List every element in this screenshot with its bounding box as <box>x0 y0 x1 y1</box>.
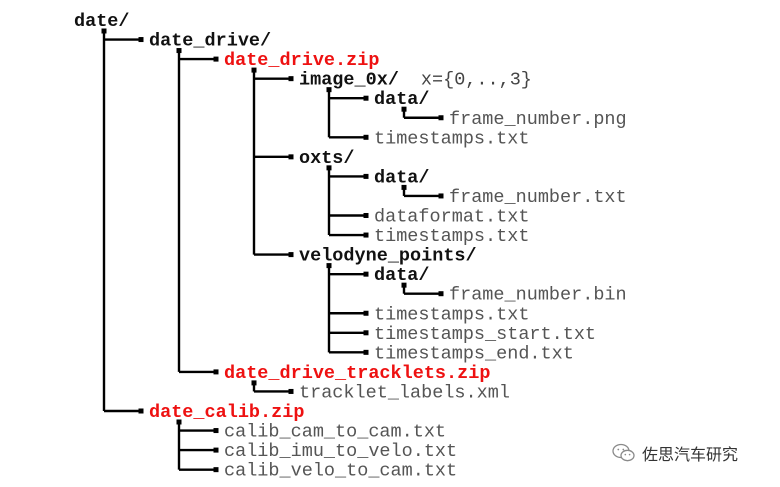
tree-branch-dot <box>288 154 294 160</box>
tree-branch-dot <box>363 310 369 316</box>
tree-trunk-dot <box>401 184 407 190</box>
tree-connector-lines <box>101 28 444 473</box>
tree-node-annotation: x={0,..,3} <box>421 70 532 91</box>
tree-trunk-dot <box>326 87 332 93</box>
watermark-text: 佐思汽车研究 <box>642 445 739 464</box>
tree-branch-dot <box>138 37 144 43</box>
tree-branch-dot <box>438 291 444 297</box>
tree-branch-dot <box>213 447 219 453</box>
tree-node-file: timestamps.txt <box>374 226 529 247</box>
tree-branch-dot <box>363 330 369 336</box>
tree-node-file: timestamps.txt <box>374 304 529 325</box>
tree-node-archive: date_drive_tracklets.zip <box>224 363 490 384</box>
tree-node-file: calib_velo_to_cam.txt <box>224 461 457 482</box>
tree-branch-dot <box>363 95 369 101</box>
tree-trunk-dot <box>176 419 182 425</box>
tree-node-labels: date/date_drive/date_drive.zipimage_0x/x… <box>74 11 627 482</box>
tree-node-file: frame_number.png <box>449 109 627 130</box>
tree-branch-dot <box>288 388 294 394</box>
tree-trunk-dot <box>326 263 332 269</box>
tree-node-archive: date_drive.zip <box>224 50 379 71</box>
tree-node-file: timestamps_end.txt <box>374 343 574 364</box>
tree-node-file: tracklet_labels.xml <box>299 382 510 403</box>
tree-branch-dot <box>438 193 444 199</box>
tree-node-folder: oxts/ <box>299 148 355 169</box>
tree-node-file: calib_cam_to_cam.txt <box>224 422 446 443</box>
tree-branch-dot <box>213 428 219 434</box>
tree-node-folder: data/ <box>374 265 430 286</box>
tree-node-file: calib_imu_to_velo.txt <box>224 441 457 462</box>
tree-node-archive: date_calib.zip <box>149 402 304 423</box>
tree-trunk-dot <box>176 48 182 54</box>
tree-trunk-dot <box>251 380 257 386</box>
tree-node-folder: velodyne_points/ <box>299 246 477 267</box>
tree-branch-dot <box>288 76 294 82</box>
tree-node-folder: data/ <box>374 89 430 110</box>
tree-branch-dot <box>363 349 369 355</box>
tree-branch-dot <box>138 408 144 414</box>
tree-trunk-dot <box>401 106 407 112</box>
tree-trunk-dot <box>101 28 107 34</box>
tree-node-file: frame_number.txt <box>449 187 627 208</box>
tree-branch-dot <box>363 271 369 277</box>
tree-node-folder: date/ <box>74 11 130 32</box>
tree-node-folder: image_0x/ <box>299 70 399 91</box>
tree-trunk-dot <box>326 165 332 171</box>
tree-branch-dot <box>363 173 369 179</box>
tree-node-file: frame_number.bin <box>449 285 627 306</box>
tree-node-file: dataformat.txt <box>374 207 529 228</box>
tree-node-file: timestamps_start.txt <box>374 324 596 345</box>
tree-branch-dot <box>438 115 444 121</box>
tree-branch-dot <box>363 134 369 140</box>
tree-branch-dot <box>363 232 369 238</box>
tree-node-folder: date_drive/ <box>149 31 271 52</box>
tree-node-file: timestamps.txt <box>374 128 529 149</box>
watermark: 佐思汽车研究 <box>612 440 738 466</box>
tree-branch-dot <box>363 213 369 218</box>
tree-trunk-dot <box>251 67 257 73</box>
tree-branch-dot <box>213 467 219 473</box>
wechat-icon <box>612 443 635 462</box>
tree-branch-dot <box>288 252 294 258</box>
tree-branch-dot <box>213 56 219 62</box>
tree-branch-dot <box>213 369 219 375</box>
tree-node-folder: data/ <box>374 167 430 188</box>
tree-trunk-dot <box>401 282 407 288</box>
